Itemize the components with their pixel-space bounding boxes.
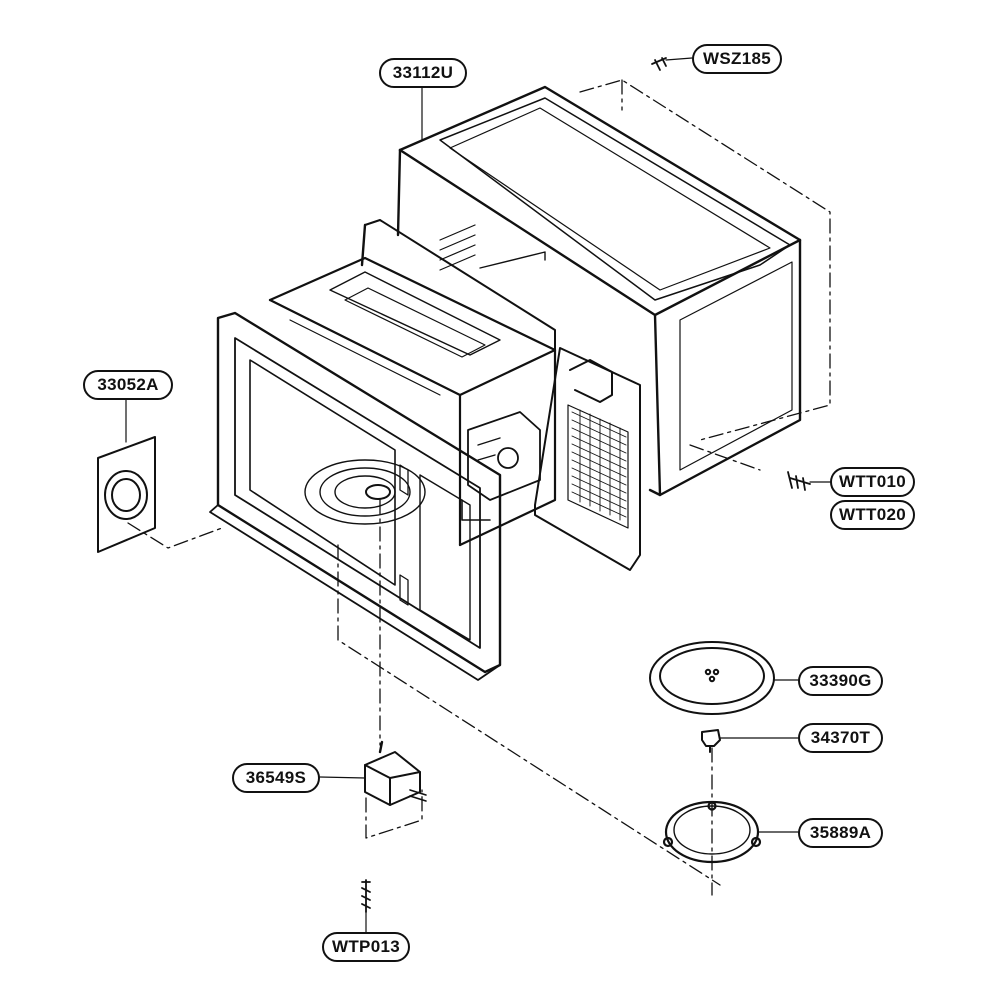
part-label-33052a[interactable]: 33052A	[83, 370, 173, 400]
part-label-wtt020[interactable]: WTT020	[830, 500, 915, 530]
part-label-wsz185[interactable]: WSZ185	[692, 44, 782, 74]
assembly-guide-lines	[127, 79, 831, 896]
outer-cabinet	[396, 85, 802, 497]
part-label-34370t[interactable]: 34370T	[798, 723, 883, 753]
vent-grid	[571, 409, 627, 521]
waveguide-cover	[97, 436, 156, 553]
coupler	[701, 729, 799, 753]
cavity-floor	[304, 459, 426, 525]
screw-motor	[361, 879, 371, 913]
glass-tray	[649, 641, 799, 715]
part-label-36549s[interactable]: 36549S	[232, 763, 320, 793]
screw-rear	[787, 471, 831, 491]
part-label-33390g[interactable]: 33390G	[798, 666, 883, 696]
part-label-wtt010[interactable]: WTT010	[830, 467, 915, 497]
part-label-35889a[interactable]: 35889A	[798, 818, 883, 848]
turntable-motor	[319, 740, 427, 806]
part-label-33112u[interactable]: 33112U	[379, 58, 467, 88]
roller-ring	[662, 800, 799, 864]
screw-top	[651, 57, 693, 71]
rear-back-plate	[534, 347, 641, 571]
part-label-wtp013[interactable]: WTP013	[322, 932, 410, 962]
front-frame	[209, 219, 556, 681]
leader-lines	[125, 87, 423, 933]
inner-cavity	[268, 256, 557, 547]
